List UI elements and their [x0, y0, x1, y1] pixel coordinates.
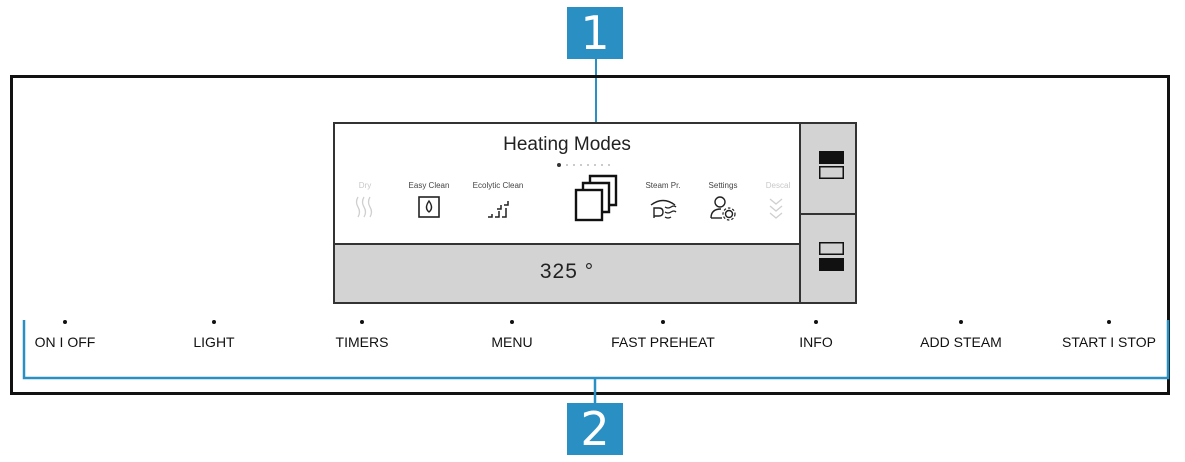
page-dot: [594, 164, 596, 166]
page-dot: [601, 164, 603, 166]
mode-ecolytic-clean-label: Ecolytic Clean: [472, 181, 524, 190]
mode-descale[interactable]: Descal: [758, 180, 798, 221]
mode-ecolytic-clean[interactable]: Ecolytic Clean: [468, 180, 528, 221]
timers-button[interactable]: TIMERS: [322, 320, 402, 350]
info-button[interactable]: INFO: [776, 320, 856, 350]
steam-proof-icon: [650, 199, 677, 219]
indicator-dot: [661, 320, 665, 324]
indicator-dot: [814, 320, 818, 324]
display-divider: [799, 124, 801, 302]
light-button[interactable]: LIGHT: [174, 320, 254, 350]
temperature-bar[interactable]: 325 °: [335, 245, 799, 302]
start-stop-label: START I STOP: [1062, 334, 1156, 350]
page-dot: [608, 164, 610, 166]
menu-button[interactable]: MENU: [472, 320, 552, 350]
callout-2-badge: 2: [567, 403, 623, 455]
fast-preheat-button[interactable]: FAST PREHEAT: [598, 320, 728, 350]
indicator-dot: [510, 320, 514, 324]
mode-settings-label: Settings: [708, 181, 738, 190]
ecolytic-clean-icon: [488, 201, 509, 218]
timers-label: TIMERS: [335, 334, 389, 350]
indicator-dot: [1107, 320, 1111, 324]
settings-icon: [710, 196, 736, 221]
mode-dry-label: Dry: [358, 181, 372, 190]
indicator-dot: [63, 320, 67, 324]
upper-oven-icon: [819, 151, 844, 179]
lower-oven-icon: [819, 242, 844, 271]
mode-descale-label: Descal: [765, 181, 791, 190]
on-off-button[interactable]: ON I OFF: [25, 320, 105, 350]
indicator-dot: [212, 320, 216, 324]
on-off-label: ON I OFF: [34, 334, 96, 350]
dry-icon: [355, 196, 373, 218]
add-steam-button[interactable]: ADD STEAM: [906, 320, 1016, 350]
menu-label: MENU: [491, 334, 533, 350]
page-dot: [573, 164, 575, 166]
stacked-windows-icon[interactable]: [573, 172, 623, 226]
display-title: Heating Modes: [503, 134, 631, 155]
mode-steam-proof[interactable]: Steam Pr.: [633, 180, 693, 221]
control-panel-frame: [10, 75, 1170, 395]
mode-easy-clean[interactable]: Easy Clean: [399, 180, 459, 221]
indicator-dot: [959, 320, 963, 324]
upper-oven-button[interactable]: [801, 124, 855, 215]
callout-1-leader-line: [595, 59, 597, 129]
callout-1-badge: 1: [567, 7, 623, 59]
page-dot: [566, 164, 568, 166]
page-indicator: [557, 163, 610, 170]
page-dot-active: [557, 163, 561, 167]
descale-icon: [769, 198, 783, 219]
lower-oven-button[interactable]: [801, 215, 855, 302]
touch-display: Heating Modes Dry Easy Clean: [333, 122, 857, 304]
mode-steam-proof-label: Steam Pr.: [645, 181, 681, 190]
page-dot: [580, 164, 582, 166]
fast-preheat-label: FAST PREHEAT: [611, 334, 715, 350]
mode-easy-clean-label: Easy Clean: [408, 181, 450, 190]
light-label: LIGHT: [193, 334, 235, 350]
page-dot: [587, 164, 589, 166]
info-label: INFO: [799, 334, 833, 350]
easy-clean-icon: [418, 196, 440, 218]
mode-settings[interactable]: Settings: [693, 180, 753, 221]
display-main-area: Heating Modes Dry Easy Clean: [335, 124, 799, 245]
start-stop-button[interactable]: START I STOP: [1050, 320, 1168, 350]
temperature-readout: 325 °: [539, 260, 595, 283]
add-steam-label: ADD STEAM: [920, 334, 1002, 350]
mode-dry[interactable]: Dry: [335, 180, 395, 221]
indicator-dot: [360, 320, 364, 324]
